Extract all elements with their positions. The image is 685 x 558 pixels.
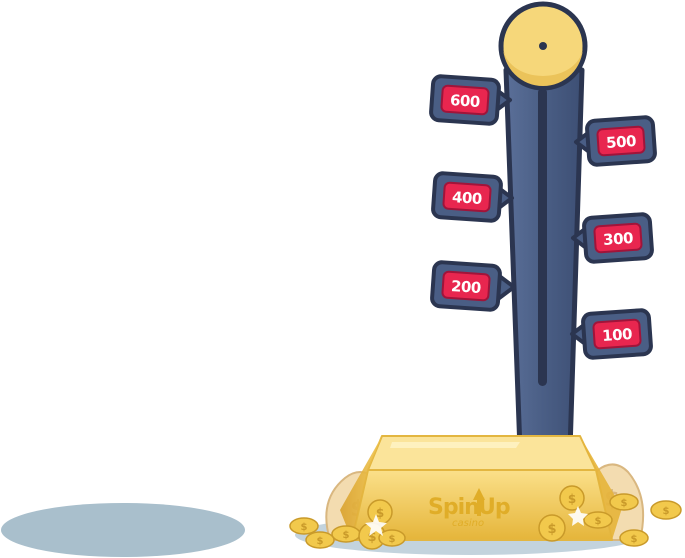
coin-pile: $ $ $ $ $ $ $ $ [289, 485, 682, 550]
coin: $ [538, 514, 566, 542]
sign-500-label: 500 [606, 132, 637, 152]
coin: $ [619, 529, 649, 547]
sign-300: 300 [571, 212, 654, 264]
sign-600: 600 [429, 74, 512, 126]
sign-500: 500 [574, 115, 657, 167]
sign-100: 100 [570, 308, 653, 360]
striker-tower [503, 67, 585, 453]
svg-text:$: $ [343, 530, 350, 541]
coin: $ [609, 493, 639, 511]
striker-bell[interactable] [498, 1, 588, 91]
brand-name-left: Spin [428, 495, 479, 520]
svg-text:$: $ [631, 534, 638, 545]
coin: $ [650, 500, 682, 520]
coin: $ [289, 517, 319, 535]
sparkle-icon [365, 514, 387, 536]
left-floor-shadow [1, 503, 245, 557]
puck-track [538, 88, 547, 386]
svg-text:$: $ [376, 506, 384, 520]
sign-200-label: 200 [450, 277, 481, 297]
brand-subtitle: casino [452, 518, 484, 529]
coin: $ [559, 485, 585, 511]
coin: $ [367, 499, 393, 525]
svg-text:$: $ [317, 536, 324, 547]
svg-text:$: $ [547, 522, 556, 537]
sign-400-label: 400 [451, 188, 482, 208]
svg-text:$: $ [568, 492, 576, 506]
svg-text:$: $ [367, 530, 376, 545]
svg-text:$: $ [621, 498, 628, 509]
sign-600-label: 600 [449, 91, 480, 111]
coin: $ [305, 531, 335, 549]
svg-text:$: $ [595, 516, 602, 527]
sign-400: 400 [431, 171, 514, 223]
sign-100-label: 100 [602, 325, 633, 345]
svg-text:$: $ [663, 506, 670, 517]
brand-logo: Spin Up casino [428, 488, 511, 529]
svg-text:$: $ [389, 534, 396, 545]
arrow-up-icon [473, 488, 485, 516]
sparkle-icon [568, 506, 588, 526]
sign-300-label: 300 [603, 229, 634, 249]
coin: $ [583, 511, 613, 529]
bell-center-dot [539, 42, 547, 50]
svg-text:$: $ [301, 522, 308, 533]
coin: $ [378, 529, 406, 547]
coin: $ [331, 525, 361, 543]
sign-200: 200 [430, 260, 516, 312]
